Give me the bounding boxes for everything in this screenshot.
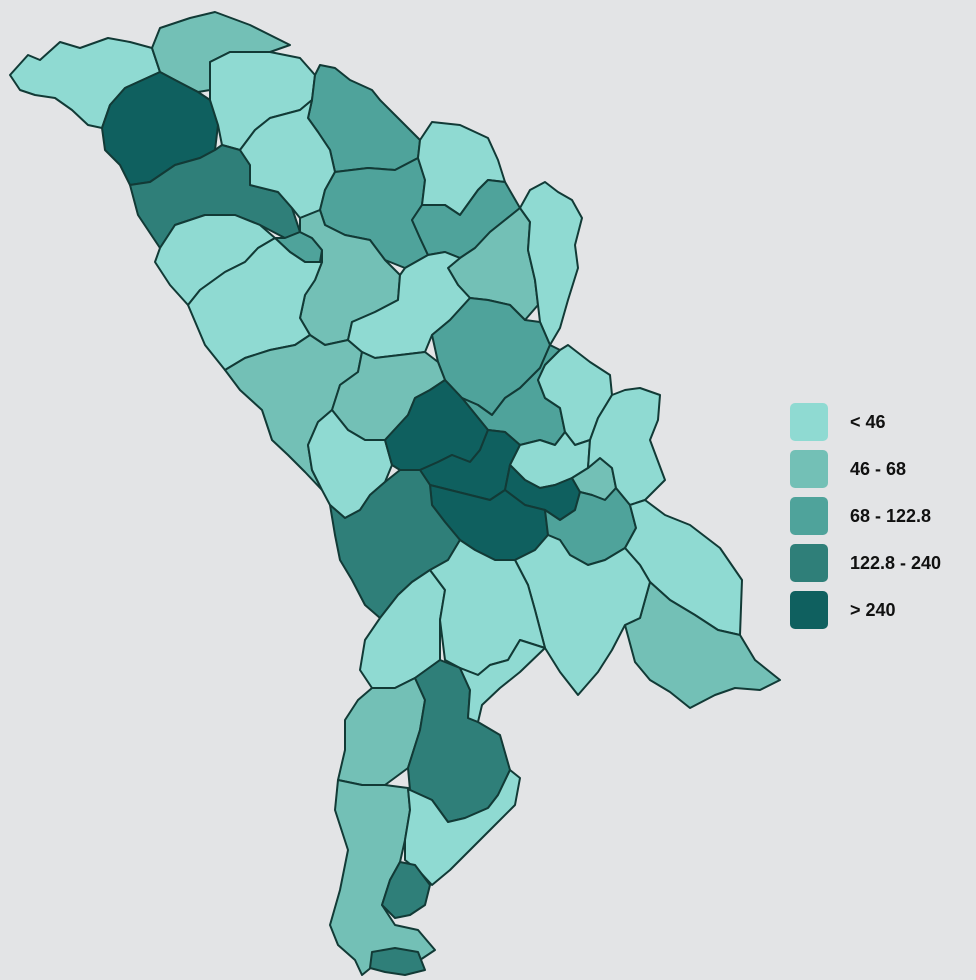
legend-item-5: > 240 — [790, 591, 970, 629]
legend-item-3: 68 - 122.8 — [790, 497, 970, 535]
legend-label: 46 - 68 — [850, 458, 907, 479]
legend-item-4: 122.8 - 240 — [790, 544, 970, 582]
legend-swatch — [790, 497, 828, 535]
region-stefan-voda[interactable] — [624, 581, 781, 709]
region-taraclia[interactable] — [404, 769, 521, 886]
legend-label: < 46 — [850, 411, 886, 432]
legend-swatch — [790, 403, 828, 441]
legend-item-2: 46 - 68 — [790, 450, 970, 488]
legend-label: 122.8 - 240 — [850, 552, 942, 573]
legend-label: 68 - 122.8 — [850, 505, 932, 526]
region-vulcanesti[interactable] — [381, 861, 431, 919]
region-cimislia[interactable] — [514, 534, 651, 696]
legend-swatch — [790, 591, 828, 629]
legend-swatch — [790, 450, 828, 488]
region-dubasari-north[interactable] — [519, 181, 583, 346]
region-ceadir-lunga[interactable] — [459, 639, 546, 723]
legend: < 46 46 - 68 68 - 122.8 122.8 - 240 > 24… — [790, 403, 970, 638]
legend-label: > 240 — [850, 599, 896, 620]
legend-swatch — [790, 544, 828, 582]
legend-item-1: < 46 — [790, 403, 970, 441]
region-giurgiulesti[interactable] — [369, 947, 426, 976]
region-slobozia[interactable] — [587, 387, 666, 506]
region-edinet[interactable] — [101, 71, 219, 186]
